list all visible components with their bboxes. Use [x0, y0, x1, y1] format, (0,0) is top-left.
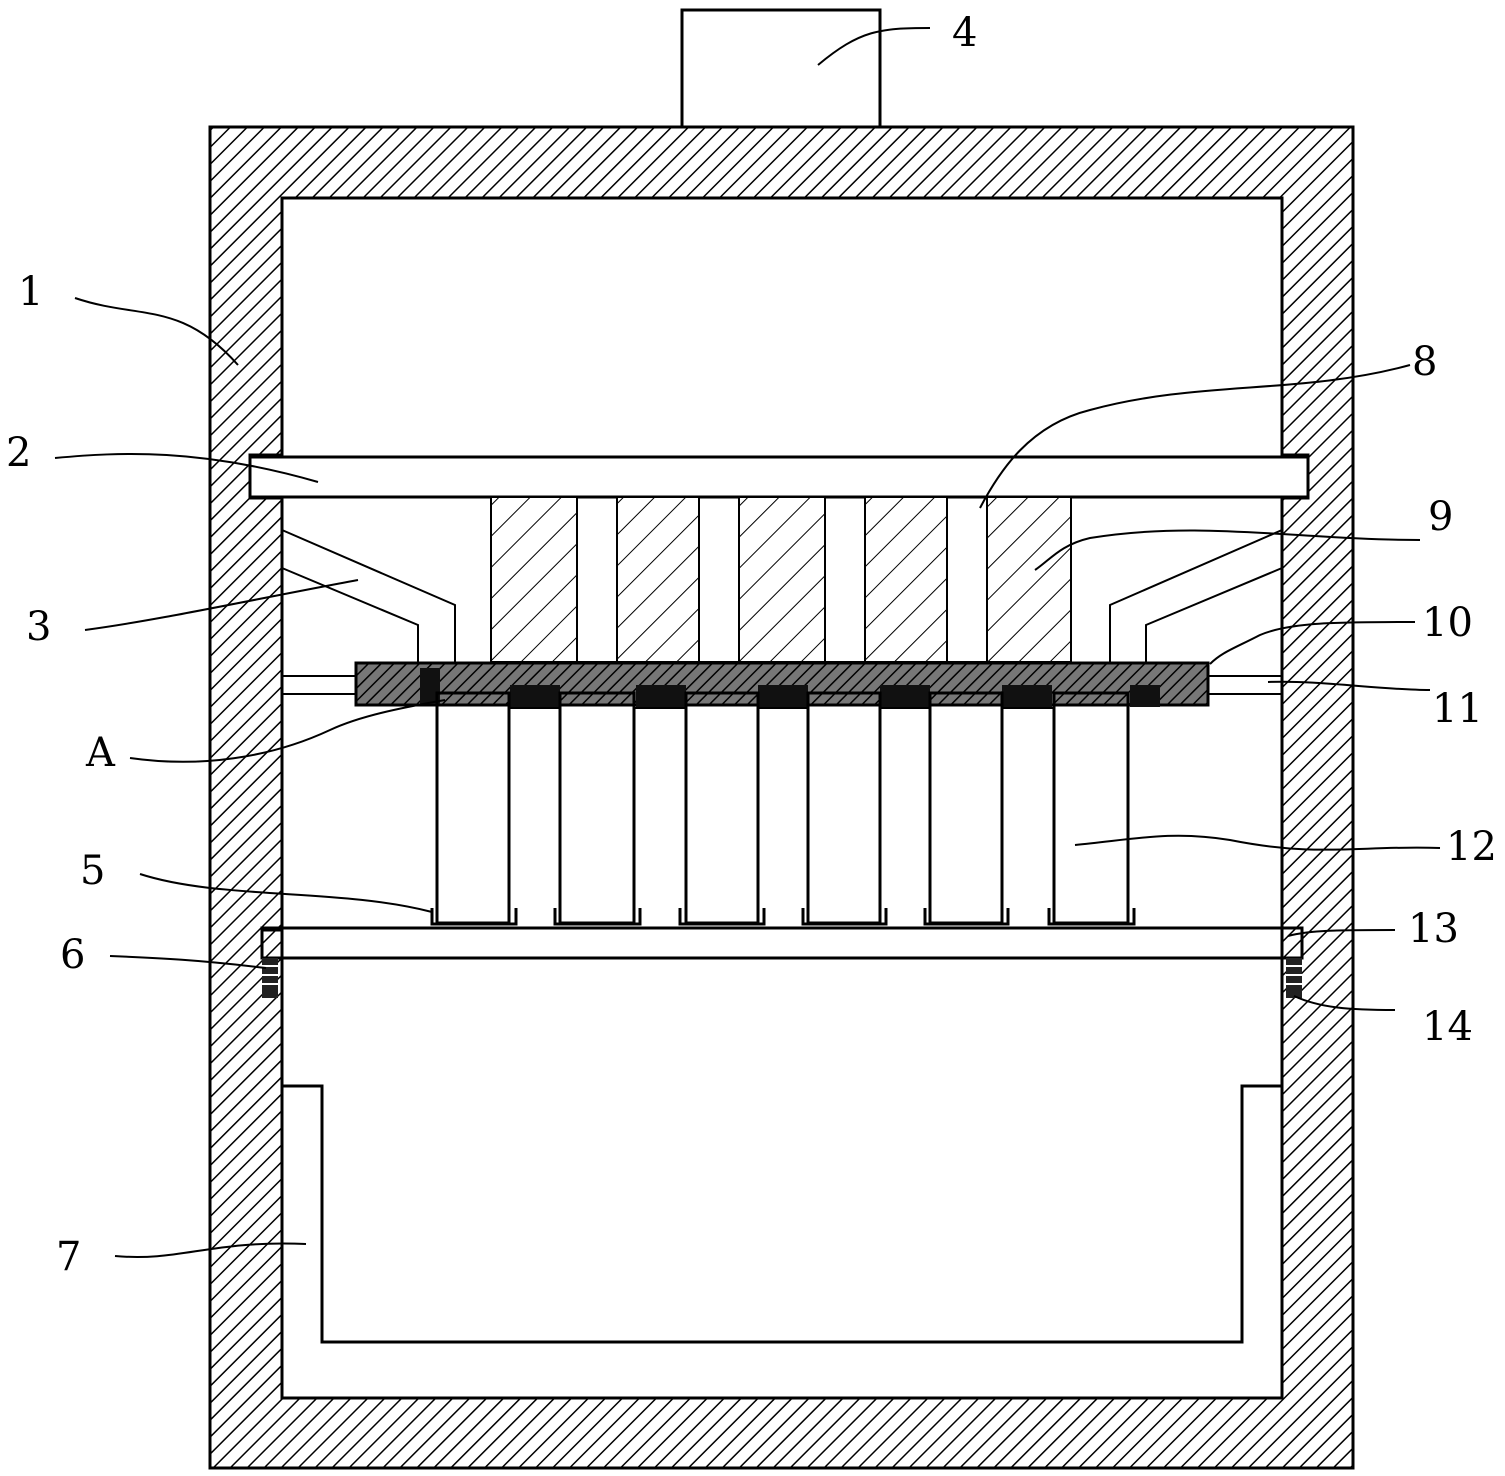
spring-right — [1286, 958, 1302, 998]
leader-lines — [54, 27, 1441, 1259]
label-5: 5 — [80, 848, 105, 894]
label-1: 1 — [18, 269, 43, 315]
punch-column — [928, 691, 1004, 925]
collection-tray — [282, 1084, 1282, 1344]
label-11: 11 — [1432, 686, 1483, 732]
upper-blocks — [490, 496, 1072, 663]
rod — [824, 496, 866, 663]
label-6: 6 — [60, 932, 85, 978]
label-10: 10 — [1422, 600, 1473, 646]
hatched-block — [864, 496, 948, 663]
hatched-block — [490, 496, 578, 663]
punch-column — [435, 691, 511, 925]
rod — [576, 496, 618, 663]
label-3: 3 — [26, 604, 51, 650]
label-12: 12 — [1446, 824, 1497, 870]
punch-column — [684, 691, 760, 925]
motor-box — [680, 8, 882, 130]
rod — [698, 496, 740, 663]
punch-column — [806, 691, 882, 925]
label-9: 9 — [1428, 494, 1453, 540]
hatched-block — [616, 496, 700, 663]
label-8: 8 — [1412, 339, 1437, 385]
housing-wall — [208, 125, 1355, 1470]
label-7: 7 — [56, 1234, 81, 1280]
label-A: A — [85, 730, 116, 776]
lift-plate — [248, 455, 1310, 499]
punch-column — [558, 691, 636, 925]
hatched-block — [738, 496, 826, 663]
label-14: 14 — [1422, 1004, 1473, 1050]
joint-seals — [420, 668, 1160, 707]
punch-column — [1052, 691, 1130, 925]
label-4: 4 — [952, 10, 977, 56]
right-bracket — [1109, 529, 1283, 662]
base-plate — [260, 926, 1304, 960]
punch-columns — [435, 691, 1130, 925]
rod — [946, 496, 988, 663]
label-2: 2 — [6, 430, 31, 476]
callout-labels: 1 2 3 4 5 6 7 8 9 10 11 12 13 14 A — [6, 10, 1497, 1280]
left-bracket — [281, 529, 456, 662]
cups — [430, 908, 1136, 926]
hatched-block — [986, 496, 1072, 663]
spring-left — [262, 958, 278, 998]
label-13: 13 — [1408, 906, 1459, 952]
